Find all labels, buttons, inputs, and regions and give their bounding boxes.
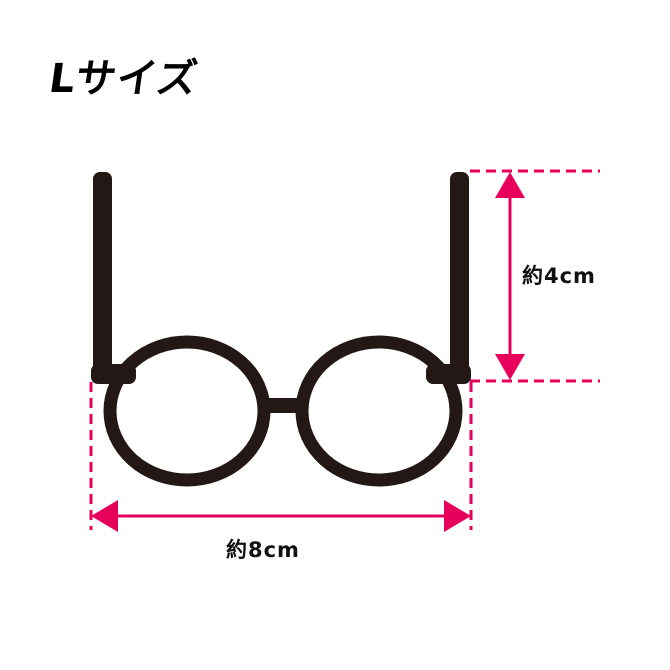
arrowhead-down-icon [495, 354, 525, 380]
temple-length-arrow [495, 172, 525, 380]
glasses-frame [91, 172, 471, 413]
width-dimension-label: 約8cm [226, 538, 300, 562]
arrowhead-left-icon [91, 500, 118, 532]
left-temple [93, 172, 112, 382]
bridge [262, 398, 304, 413]
width-arrow [91, 500, 471, 532]
right-temple [450, 172, 469, 382]
lens-rims [103, 335, 463, 487]
left-lens-rim [103, 335, 271, 487]
dimension-guides [89, 169, 600, 530]
temple-length-dimension-label: 約4cm [522, 264, 596, 288]
arrowhead-right-icon [444, 500, 471, 532]
right-lens-rim [295, 335, 463, 487]
arrowhead-up-icon [495, 172, 525, 198]
